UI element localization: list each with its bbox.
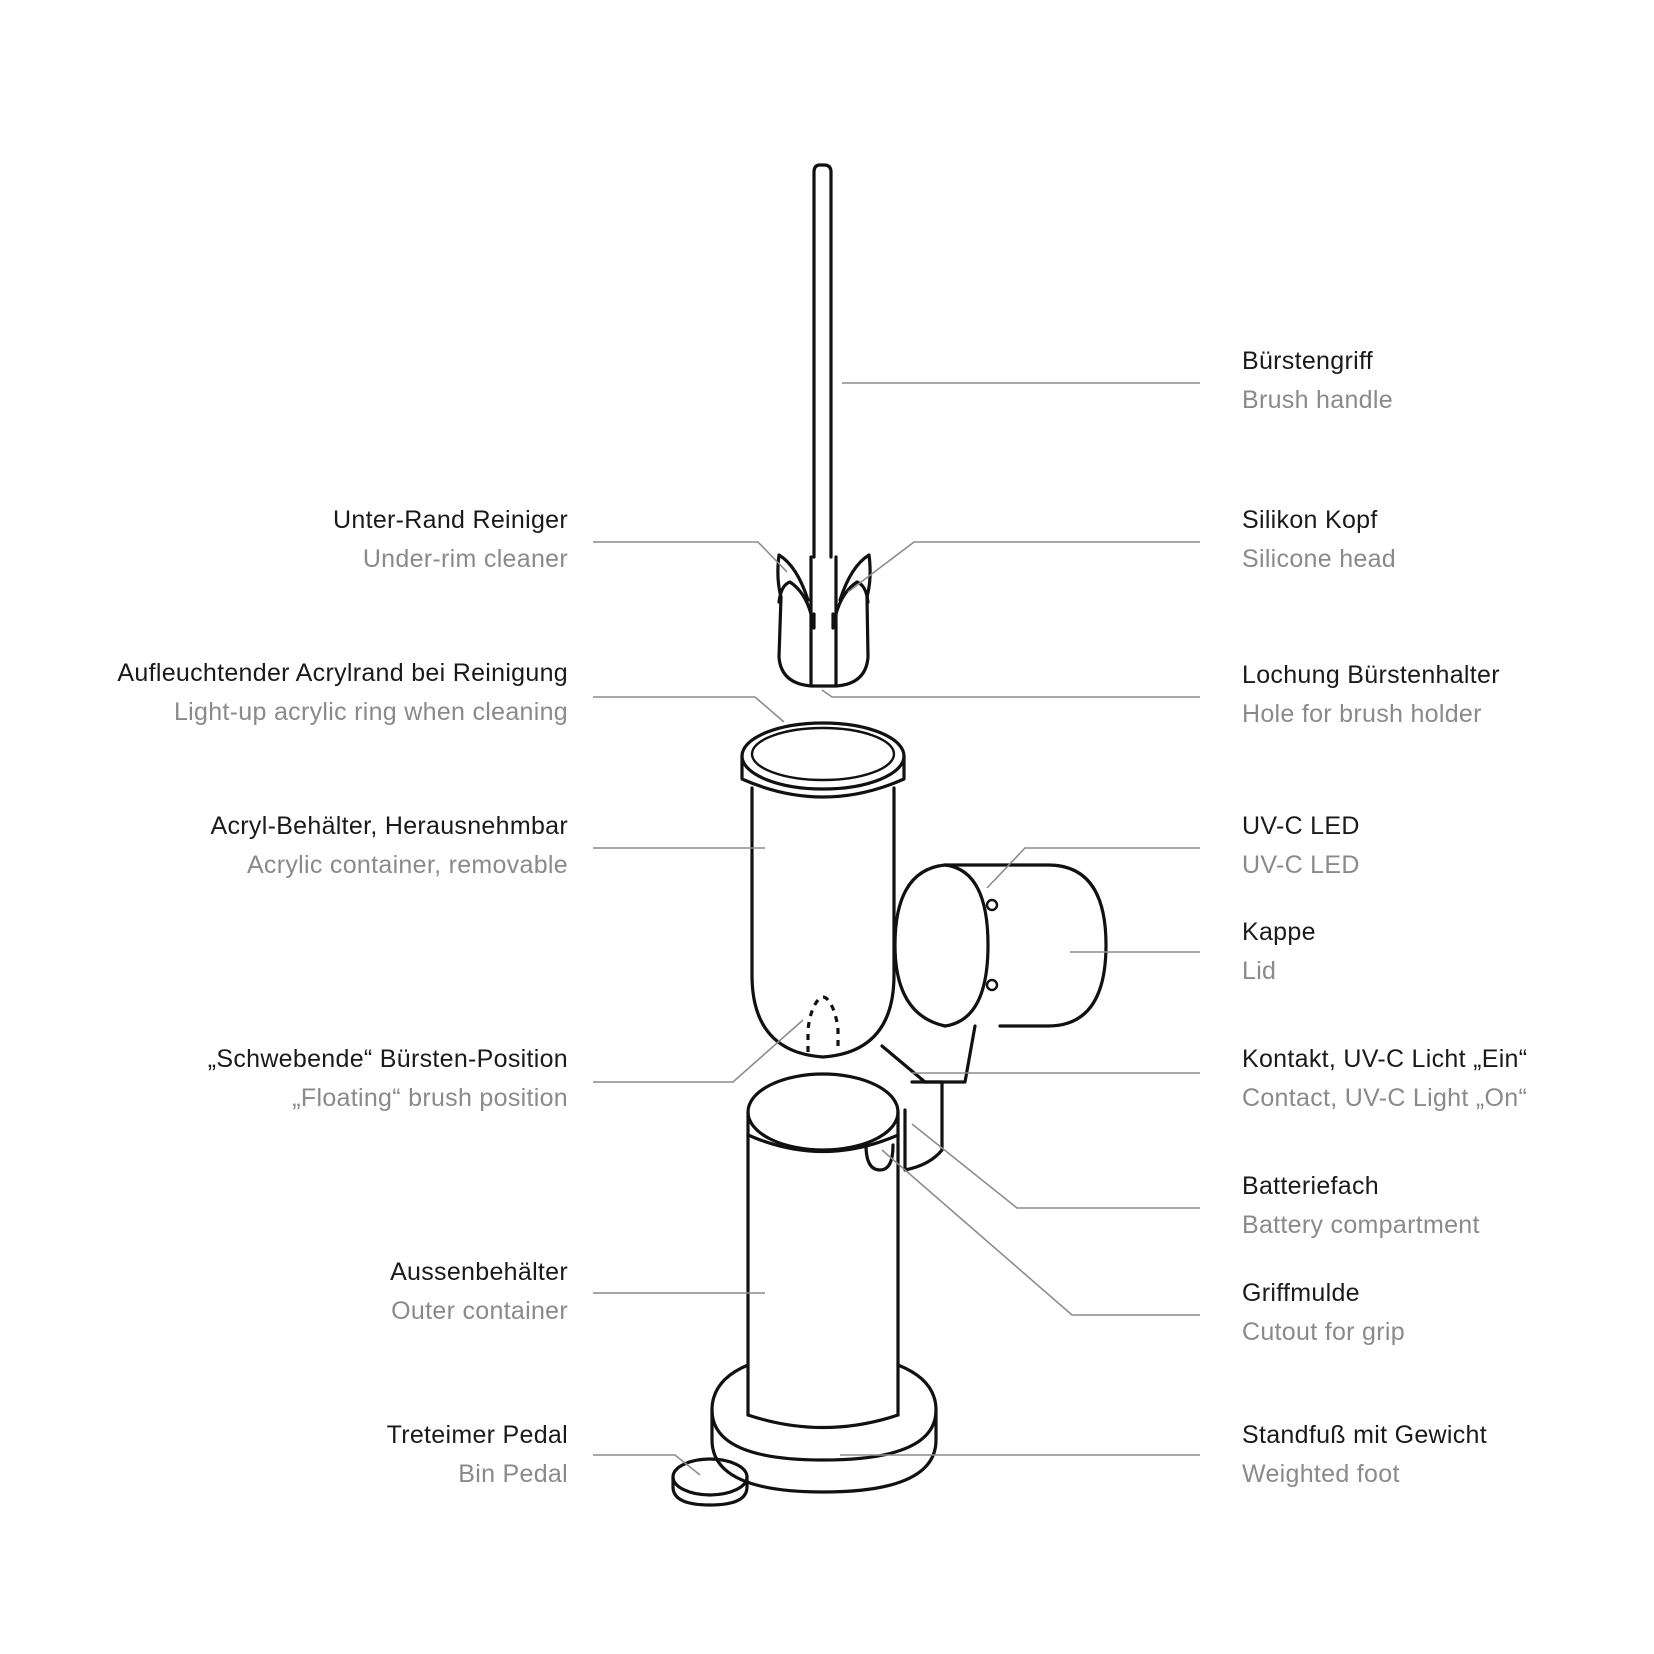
brush-handle-part [812,163,833,559]
label-acrylic-container-en: Acrylic container, removable [246,851,568,879]
label-bin-pedal-en: Bin Pedal [458,1460,568,1488]
leader-lines [593,382,1200,1476]
label-bin-pedal-de: Treteimer Pedal [386,1421,568,1449]
label-foot: Standfuß mit Gewicht Weighted foot [1242,1420,1487,1489]
bin-pedal-part [671,1457,749,1507]
label-contact-en: Contact, UV-C Light „On“ [1242,1084,1528,1112]
label-floating-en: „Floating“ brush position [292,1084,568,1112]
label-outer-container: Aussenbehälter Outer container [390,1257,568,1326]
label-lid: Kappe Lid [1242,917,1316,986]
label-brush-handle: Bürstengriff Brush handle [1242,346,1393,415]
label-outer-container-de: Aussenbehälter [390,1258,568,1286]
label-battery: Batteriefach Battery compartment [1242,1171,1480,1240]
label-silicone-head-en: Silicone head [1242,545,1397,573]
label-silicone-head-de: Silikon Kopf [1242,506,1378,534]
label-under-rim-en: Under-rim cleaner [362,545,568,573]
label-battery-de: Batteriefach [1242,1172,1380,1200]
label-grip-en: Cutout for grip [1242,1318,1405,1346]
label-brush-holder-hole-en: Hole for brush holder [1242,700,1482,728]
label-acrylic-container: Acryl-Behälter, Herausnehmbar Acrylic co… [211,811,568,880]
label-silicone-head: Silikon Kopf Silicone head [1242,505,1396,574]
lid-part [880,863,1108,1084]
label-acrylic-container-de: Acryl-Behälter, Herausnehmbar [210,812,568,840]
label-brush-handle-de: Bürstengriff [1242,347,1373,375]
label-floating-de: „Schwebende“ Bürsten-Position [207,1045,568,1073]
label-foot-de: Standfuß mit Gewicht [1242,1421,1487,1449]
label-uvc-led-en: UV-C LED [1242,851,1360,879]
label-brush-handle-en: Brush handle [1242,386,1393,414]
label-outer-container-en: Outer container [391,1297,568,1325]
battery-compartment-part [864,1080,944,1172]
label-lid-en: Lid [1242,957,1277,985]
label-contact: Kontakt, UV-C Licht „Ein“ Contact, UV-C … [1242,1044,1527,1113]
label-acrylic-ring: Aufleuchtender Acrylrand bei Reinigung L… [117,658,568,727]
label-brush-holder-hole: Lochung Bürstenhalter Hole for brush hol… [1242,660,1500,729]
outer-container-part [746,1072,900,1417]
label-uvc-led: UV-C LED UV-C LED [1242,811,1360,880]
label-under-rim-de: Unter-Rand Reiniger [333,506,568,534]
label-floating: „Schwebende“ Bürsten-Position „Floating“… [208,1044,568,1113]
acrylic-container-part [740,721,906,1059]
label-acrylic-ring-de: Aufleuchtender Acrylrand bei Reinigung [117,659,568,687]
label-under-rim: Unter-Rand Reiniger Under-rim cleaner [333,505,568,574]
label-uvc-led-de: UV-C LED [1242,812,1360,840]
label-lid-de: Kappe [1242,918,1316,946]
weighted-foot-part [710,1363,938,1494]
label-brush-holder-hole-de: Lochung Bürstenhalter [1242,661,1500,689]
label-contact-de: Kontakt, UV-C Licht „Ein“ [1242,1045,1528,1073]
label-grip: Griffmulde Cutout for grip [1242,1278,1405,1347]
label-battery-en: Battery compartment [1242,1211,1480,1239]
label-foot-en: Weighted foot [1242,1460,1400,1488]
label-grip-de: Griffmulde [1242,1279,1360,1307]
label-acrylic-ring-en: Light-up acrylic ring when cleaning [173,698,568,726]
silicone-head-part [776,553,872,688]
label-bin-pedal: Treteimer Pedal Bin Pedal [387,1420,568,1489]
